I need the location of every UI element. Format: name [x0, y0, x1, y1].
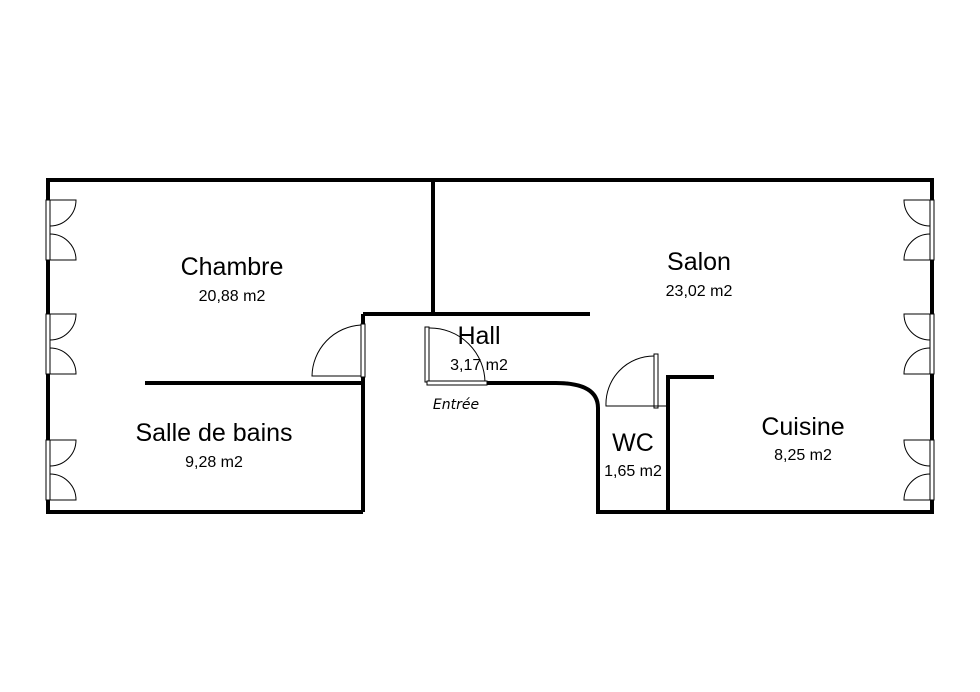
- window-left-2: [45, 313, 77, 375]
- room-labels: Chambre 20,88 m2 Salon 23,02 m2 Hall 3,1…: [135, 248, 844, 480]
- window-right-3: [903, 439, 935, 501]
- wc-door-swing: [605, 355, 666, 407]
- room-name-wc: WC: [612, 429, 654, 457]
- room-name-chambre: Chambre: [181, 253, 284, 281]
- chambre-door-swing: [311, 324, 362, 377]
- window-frame: [929, 313, 935, 375]
- windows-left: [45, 199, 77, 501]
- window-left-1: [45, 199, 77, 261]
- window-casement-swing: [903, 199, 931, 261]
- window-casement-swing: [49, 199, 77, 261]
- kitchen-wall: [666, 375, 714, 512]
- room-area-hall: 3,17 m2: [450, 357, 508, 374]
- room-area-salon: 23,02 m2: [666, 283, 733, 300]
- window-frame: [929, 199, 935, 261]
- window-casement-swing: [49, 313, 77, 375]
- outer-wall-left-wing: [46, 178, 934, 514]
- window-left-3: [45, 439, 77, 501]
- window-right-2: [903, 313, 935, 375]
- entrance-label: Entrée: [433, 397, 479, 413]
- window-frame: [45, 313, 51, 375]
- wc-outer-wall: [596, 408, 668, 514]
- window-casement-swing: [903, 313, 931, 375]
- hall-door-leaf: [424, 326, 430, 383]
- wc-door: [605, 353, 666, 409]
- room-area-cuisine: 8,25 m2: [774, 447, 832, 464]
- window-frame: [45, 199, 51, 261]
- walls: [46, 178, 934, 514]
- room-name-salon: Salon: [667, 248, 731, 276]
- hall-bottom-curved-wall: [487, 381, 600, 409]
- hall-door-swing: [428, 327, 486, 384]
- window-right-1: [903, 199, 935, 261]
- room-area-wc: 1,65 m2: [604, 463, 662, 480]
- doors: [311, 323, 666, 409]
- room-name-cuisine: Cuisine: [761, 413, 844, 441]
- room-area-chambre: 20,88 m2: [199, 288, 266, 305]
- chambre-door: [311, 323, 366, 378]
- window-frame: [45, 439, 51, 501]
- room-name-salle-de-bains: Salle de bains: [135, 419, 292, 447]
- window-casement-swing: [903, 439, 931, 501]
- window-frame: [929, 439, 935, 501]
- room-name-hall: Hall: [457, 322, 500, 350]
- chambre-door-leaf: [360, 323, 366, 378]
- wc-door-leaf: [653, 353, 659, 409]
- room-area-salle-de-bains: 9,28 m2: [185, 454, 243, 471]
- window-casement-swing: [49, 439, 77, 501]
- entrance-threshold: [426, 380, 488, 386]
- entrance-opening: [426, 380, 488, 386]
- windows-right: [903, 199, 935, 501]
